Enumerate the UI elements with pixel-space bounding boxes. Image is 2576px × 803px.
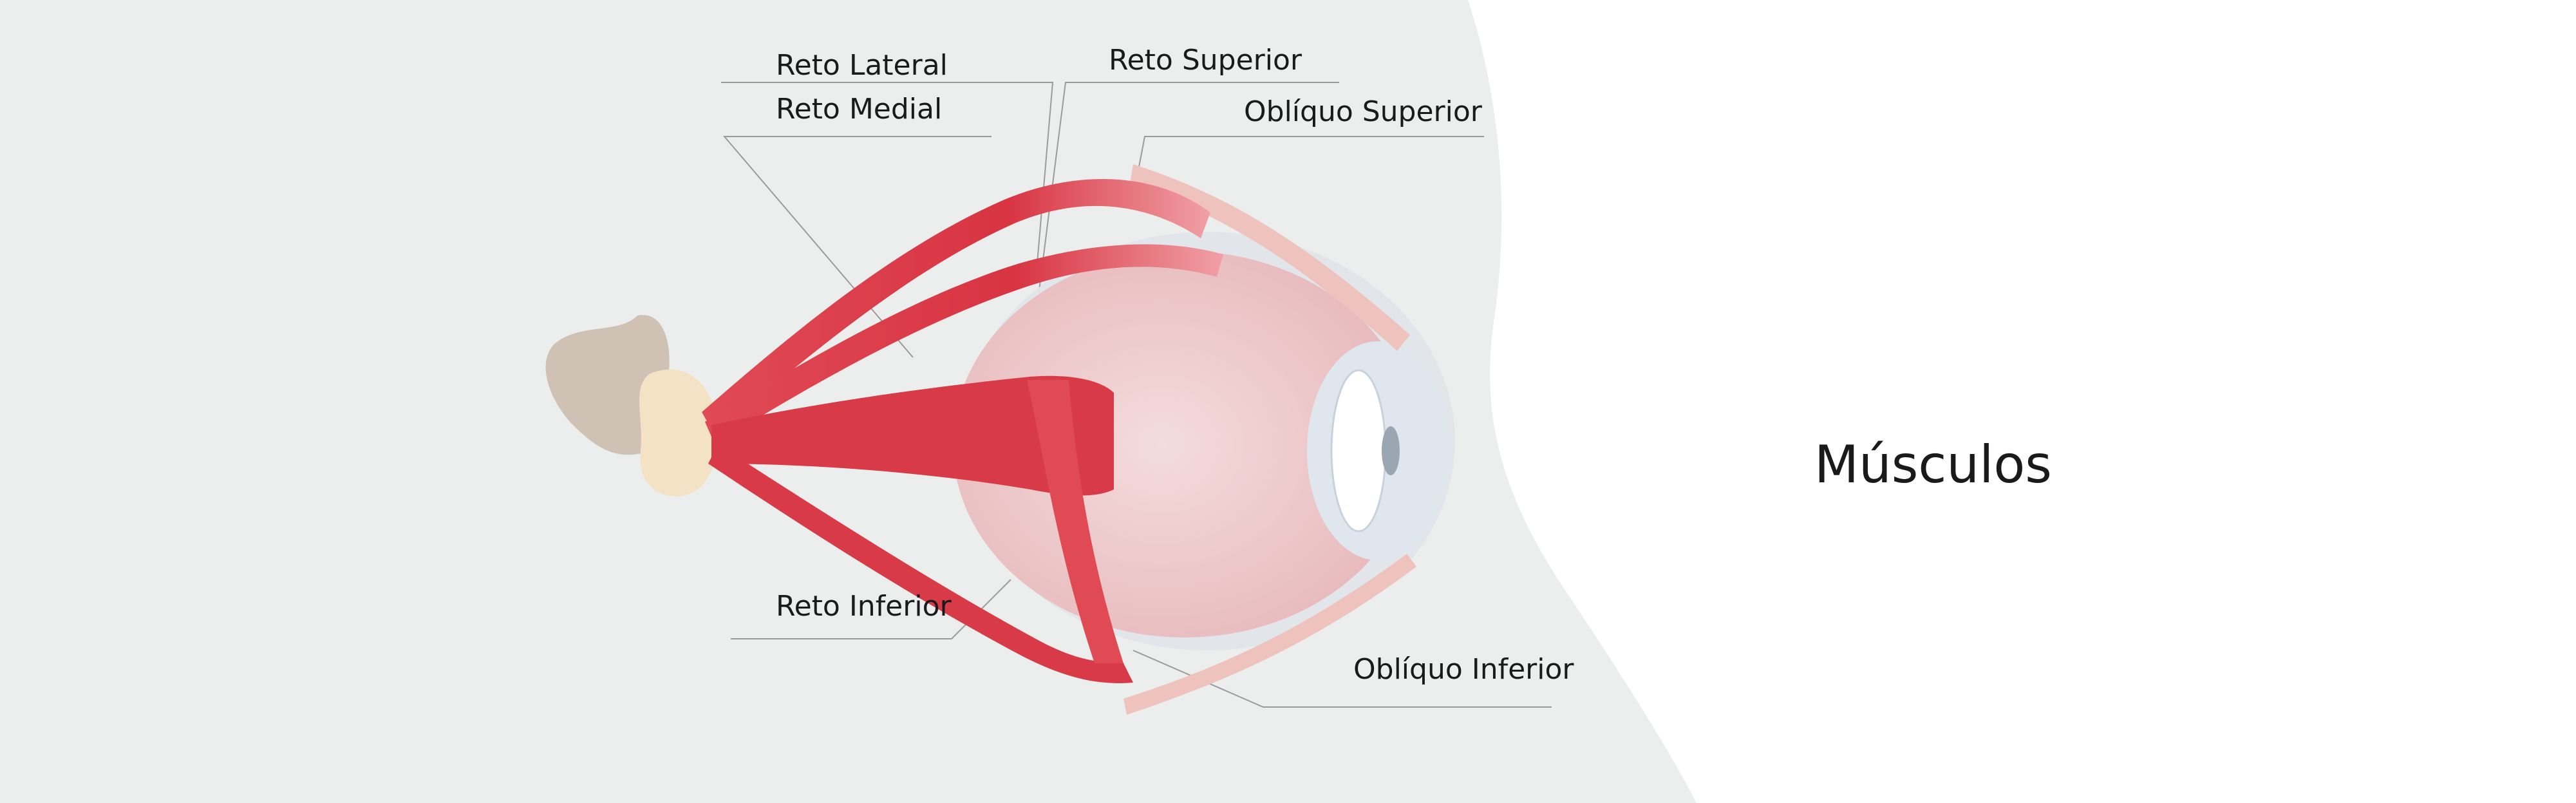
label-reto-medial: Reto Medial [776, 93, 943, 126]
label-obliquo-inferior: Oblíquo Inferior [1353, 653, 1574, 686]
annulus-tendon [639, 369, 717, 496]
page-title: Músculos [1814, 435, 2052, 495]
reto-lateral-muscle [702, 178, 1210, 435]
label-obliquo-superior: Oblíquo Superior [1244, 95, 1482, 128]
leader-reto-medial [722, 136, 992, 358]
reto-superior-muscle [705, 244, 1223, 444]
leader-reto-inferior [731, 579, 1011, 639]
label-reto-inferior: Reto Inferior [776, 590, 952, 623]
leader-obliquo-superior [1136, 136, 1484, 181]
reto-inferior-muscle [708, 444, 1133, 683]
leader-obliquo-inferior [1133, 650, 1552, 708]
reto-inferior-belly [1027, 380, 1123, 663]
label-reto-lateral: Reto Lateral [776, 49, 948, 82]
obliquo-inferior-muscle [1123, 554, 1416, 715]
orbit-bone [545, 315, 670, 455]
reto-medial-muscle [711, 375, 1114, 496]
label-reto-superior: Reto Superior [1109, 44, 1302, 77]
